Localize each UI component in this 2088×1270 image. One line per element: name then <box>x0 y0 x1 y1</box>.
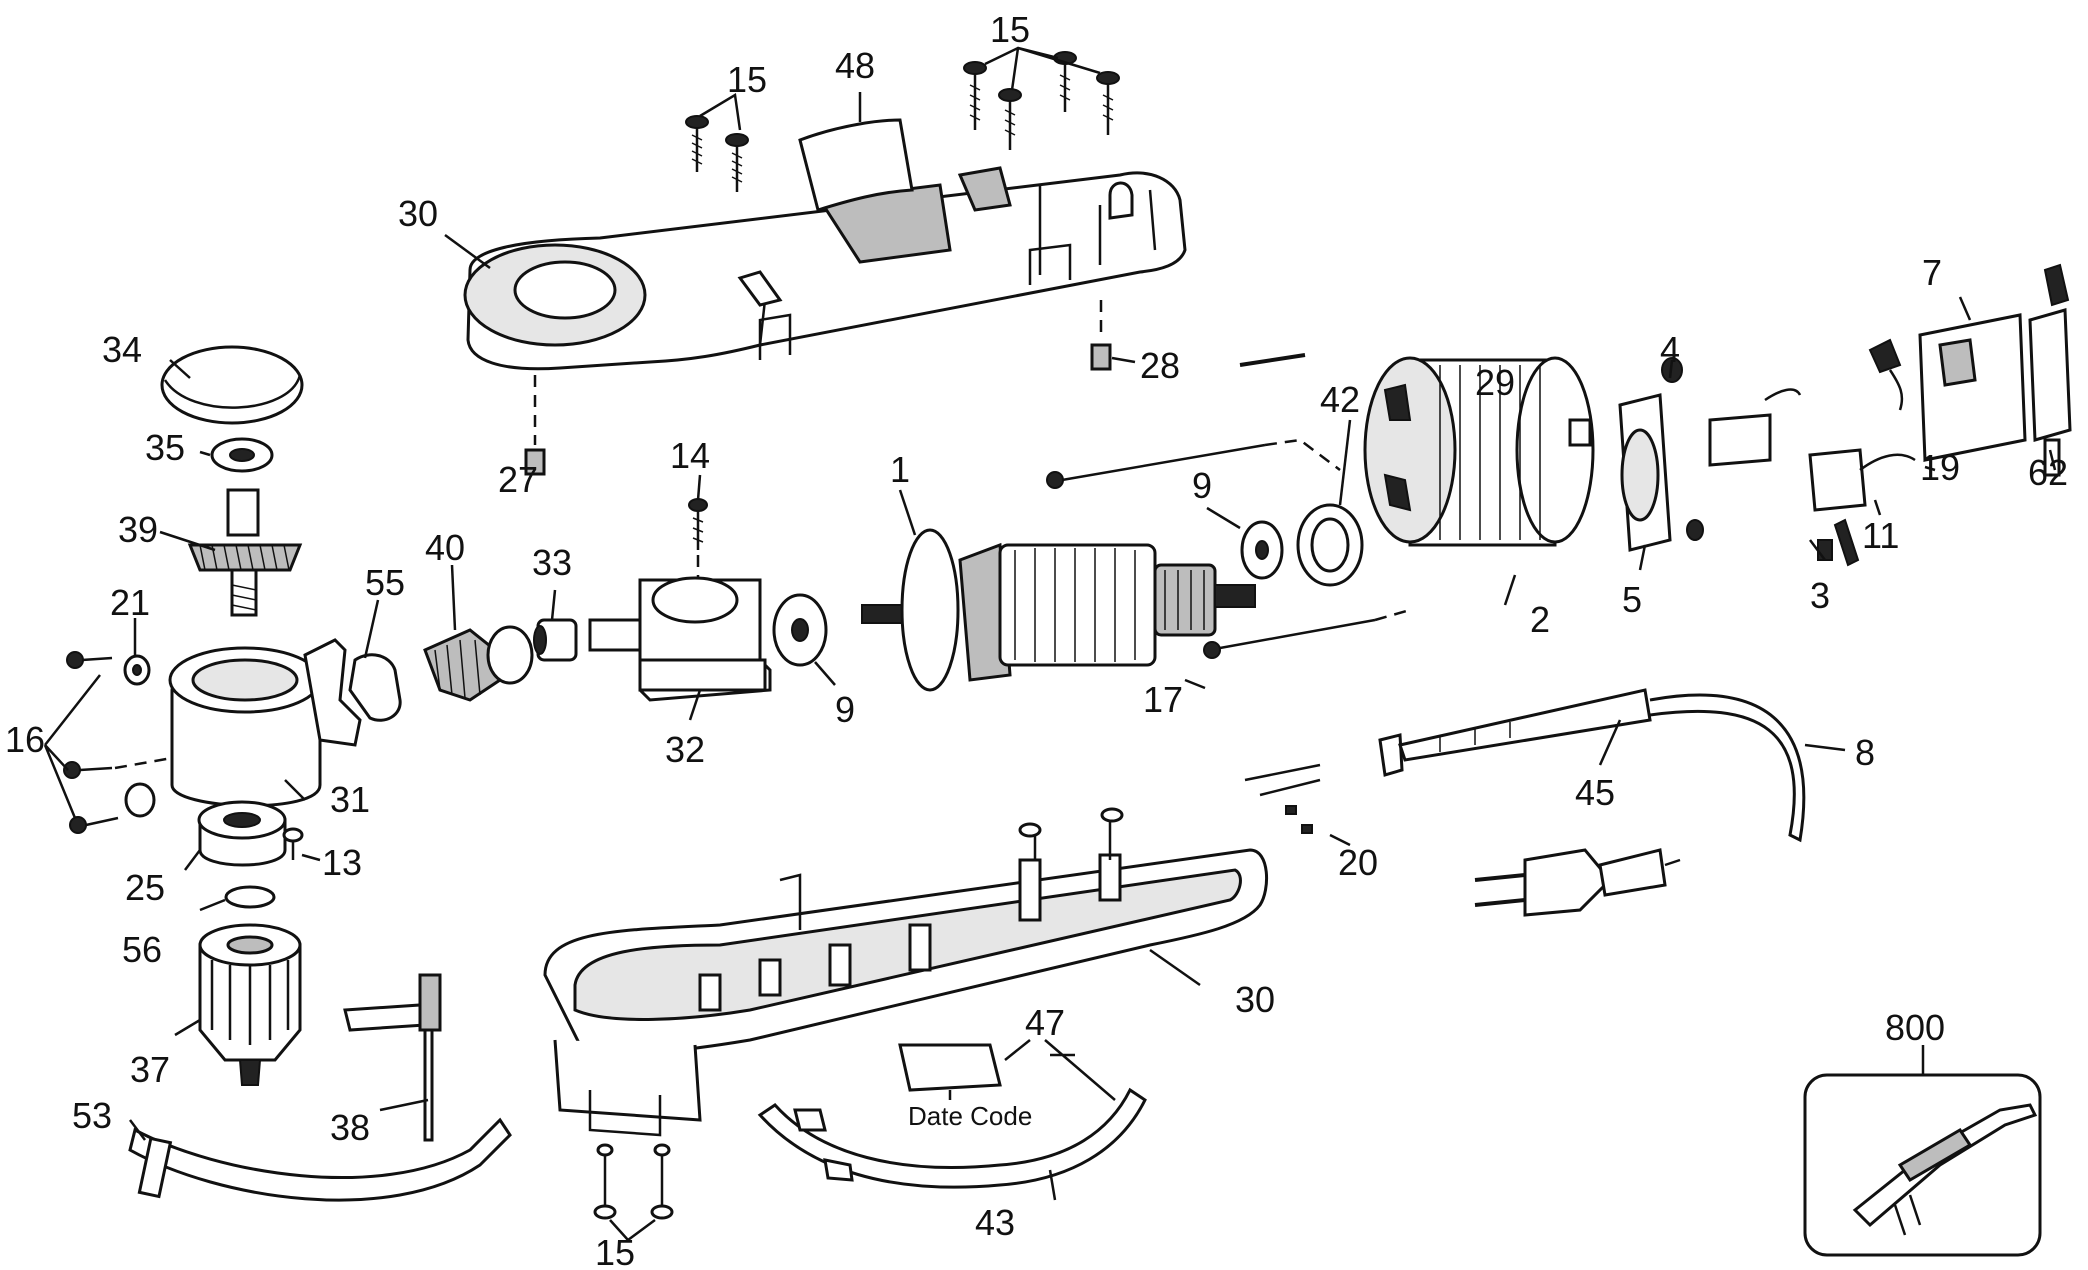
label-plate-48 <box>798 92 914 212</box>
side-handle-53 <box>128 1117 512 1202</box>
label-9-left: 9 <box>835 689 855 730</box>
date-code-text: Date Code <box>908 1101 1032 1131</box>
label-16: 16 <box>5 719 45 760</box>
label-48: 48 <box>835 45 875 86</box>
label-19: 19 <box>1920 447 1960 488</box>
spacer-9-right <box>1240 520 1284 580</box>
label-28: 28 <box>1140 345 1180 386</box>
spindle-gear-39 <box>187 488 303 617</box>
label-5: 5 <box>1622 579 1642 620</box>
label-800: 800 <box>1885 1007 1945 1048</box>
label-25: 25 <box>125 867 165 908</box>
chuck-37 <box>198 923 302 1086</box>
pinion-40 <box>423 625 534 702</box>
brush-holder-5 <box>1618 393 1672 552</box>
bearing-33 <box>533 618 578 662</box>
part-27 <box>524 448 546 476</box>
label-33: 33 <box>532 542 572 583</box>
screws-15-bottom <box>593 1143 674 1242</box>
label-39: 39 <box>118 509 158 550</box>
bottom-housing <box>543 807 1269 1137</box>
part-number-labels: 30 15 48 15 28 27 34 35 39 21 16 31 13 2… <box>5 9 2068 1270</box>
screws-16 <box>43 651 173 834</box>
label-14: 14 <box>670 435 710 476</box>
screw-13 <box>282 827 321 862</box>
label-56: 56 <box>122 929 162 970</box>
gasket-55 <box>348 653 402 722</box>
washer-56 <box>224 885 276 909</box>
label-30-top: 30 <box>398 193 438 234</box>
label-7: 7 <box>1922 252 1942 293</box>
label-40: 40 <box>425 527 465 568</box>
bearing-housing-32 <box>588 576 772 702</box>
cover-43 <box>757 1039 1147 1189</box>
screw-17-upper <box>1046 438 1341 489</box>
label-27: 27 <box>498 459 538 500</box>
power-cord <box>1244 688 1806 843</box>
label-62: 62 <box>2028 452 2068 493</box>
label-47: 47 <box>1025 1002 1065 1043</box>
label-31: 31 <box>330 779 370 820</box>
label-21: 21 <box>110 582 150 623</box>
label-43: 43 <box>975 1202 1015 1243</box>
label-37: 37 <box>130 1049 170 1090</box>
label-53: 53 <box>72 1095 112 1136</box>
leader-lines <box>129 233 2057 1201</box>
label-2: 2 <box>1530 599 1550 640</box>
gear-housing-31 <box>168 638 362 808</box>
label-20: 20 <box>1338 842 1378 883</box>
kit-800-box <box>1803 1045 2042 1257</box>
label-47 <box>898 1043 1002 1092</box>
wiring-11-19 <box>1859 338 1916 472</box>
label-42: 42 <box>1320 379 1360 420</box>
label-55: 55 <box>365 562 405 603</box>
label-15-bottom: 15 <box>595 1232 635 1270</box>
label-32: 32 <box>665 729 705 770</box>
label-4: 4 <box>1660 329 1680 370</box>
label-34: 34 <box>102 329 142 370</box>
label-15-top-right: 15 <box>990 9 1030 50</box>
label-1: 1 <box>890 449 910 490</box>
bearing-25 <box>197 800 287 867</box>
screws-15-top-left <box>685 92 749 192</box>
screw-17-lower <box>1184 608 1411 690</box>
part-28 <box>1090 343 1112 371</box>
label-17: 17 <box>1143 679 1183 720</box>
bearing-35 <box>210 437 274 473</box>
label-3: 3 <box>1810 575 1830 616</box>
label-8: 8 <box>1855 732 1875 773</box>
stator-2 <box>1363 356 1595 547</box>
chuck-key-38 <box>343 973 442 1142</box>
pin-29 <box>1239 353 1306 367</box>
gear-cover-34 <box>160 345 304 425</box>
label-9-right: 9 <box>1192 465 1212 506</box>
plug <box>1474 848 1681 917</box>
label-35: 35 <box>145 427 185 468</box>
label-11: 11 <box>1862 515 1899 556</box>
label-13: 13 <box>322 842 362 883</box>
screw-14 <box>688 498 708 580</box>
washer-21 <box>123 654 151 686</box>
label-29: 29 <box>1475 362 1515 403</box>
spacer-9-left <box>772 593 828 667</box>
label-38: 38 <box>330 1107 370 1148</box>
bearing-42 <box>1296 503 1364 587</box>
brush-assembly <box>1708 388 1867 567</box>
screws-15-top-right <box>963 46 1120 150</box>
washer-right-small <box>124 782 156 818</box>
armature-1 <box>861 528 1256 692</box>
switch-7 <box>1918 313 2027 462</box>
label-30-bottom: 30 <box>1235 979 1275 1020</box>
switch-62 <box>2028 263 2072 477</box>
clip-small <box>1686 519 1704 541</box>
label-15-top-left: 15 <box>727 59 767 100</box>
label-45: 45 <box>1575 772 1615 813</box>
